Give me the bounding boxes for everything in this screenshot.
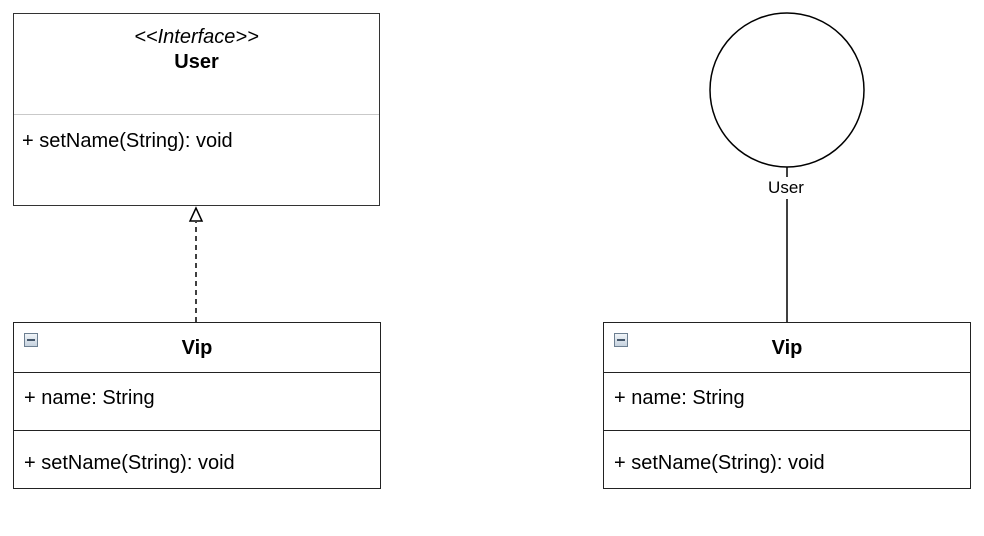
interface-header: <<Interface>> User xyxy=(14,14,379,115)
lollipop-interface-label: User xyxy=(758,177,814,199)
class-operation: + setName(String): void xyxy=(24,452,235,474)
interface-user-box[interactable]: <<Interface>> User + setName(String): vo… xyxy=(13,13,380,206)
class-header: Vip xyxy=(14,323,380,373)
realization-arrowhead xyxy=(188,206,204,222)
interface-stereotype: <<Interface>> xyxy=(134,26,259,48)
interface-lollipop-circle xyxy=(709,12,865,168)
vip-class-right[interactable]: Vip + name: String + setName(String): vo… xyxy=(603,322,971,489)
vip-class-left[interactable]: Vip + name: String + setName(String): vo… xyxy=(13,322,381,489)
class-header: Vip xyxy=(604,323,970,373)
class-name: Vip xyxy=(181,337,213,359)
class-attribute: + name: String xyxy=(14,373,380,431)
collapse-icon[interactable] xyxy=(24,333,38,347)
collapse-icon[interactable] xyxy=(614,333,628,347)
interface-name: User xyxy=(174,51,219,73)
class-operation: + setName(String): void xyxy=(614,452,825,474)
interface-operation: + setName(String): void xyxy=(22,130,233,152)
class-attribute: + name: String xyxy=(604,373,970,431)
class-name: Vip xyxy=(771,337,803,359)
